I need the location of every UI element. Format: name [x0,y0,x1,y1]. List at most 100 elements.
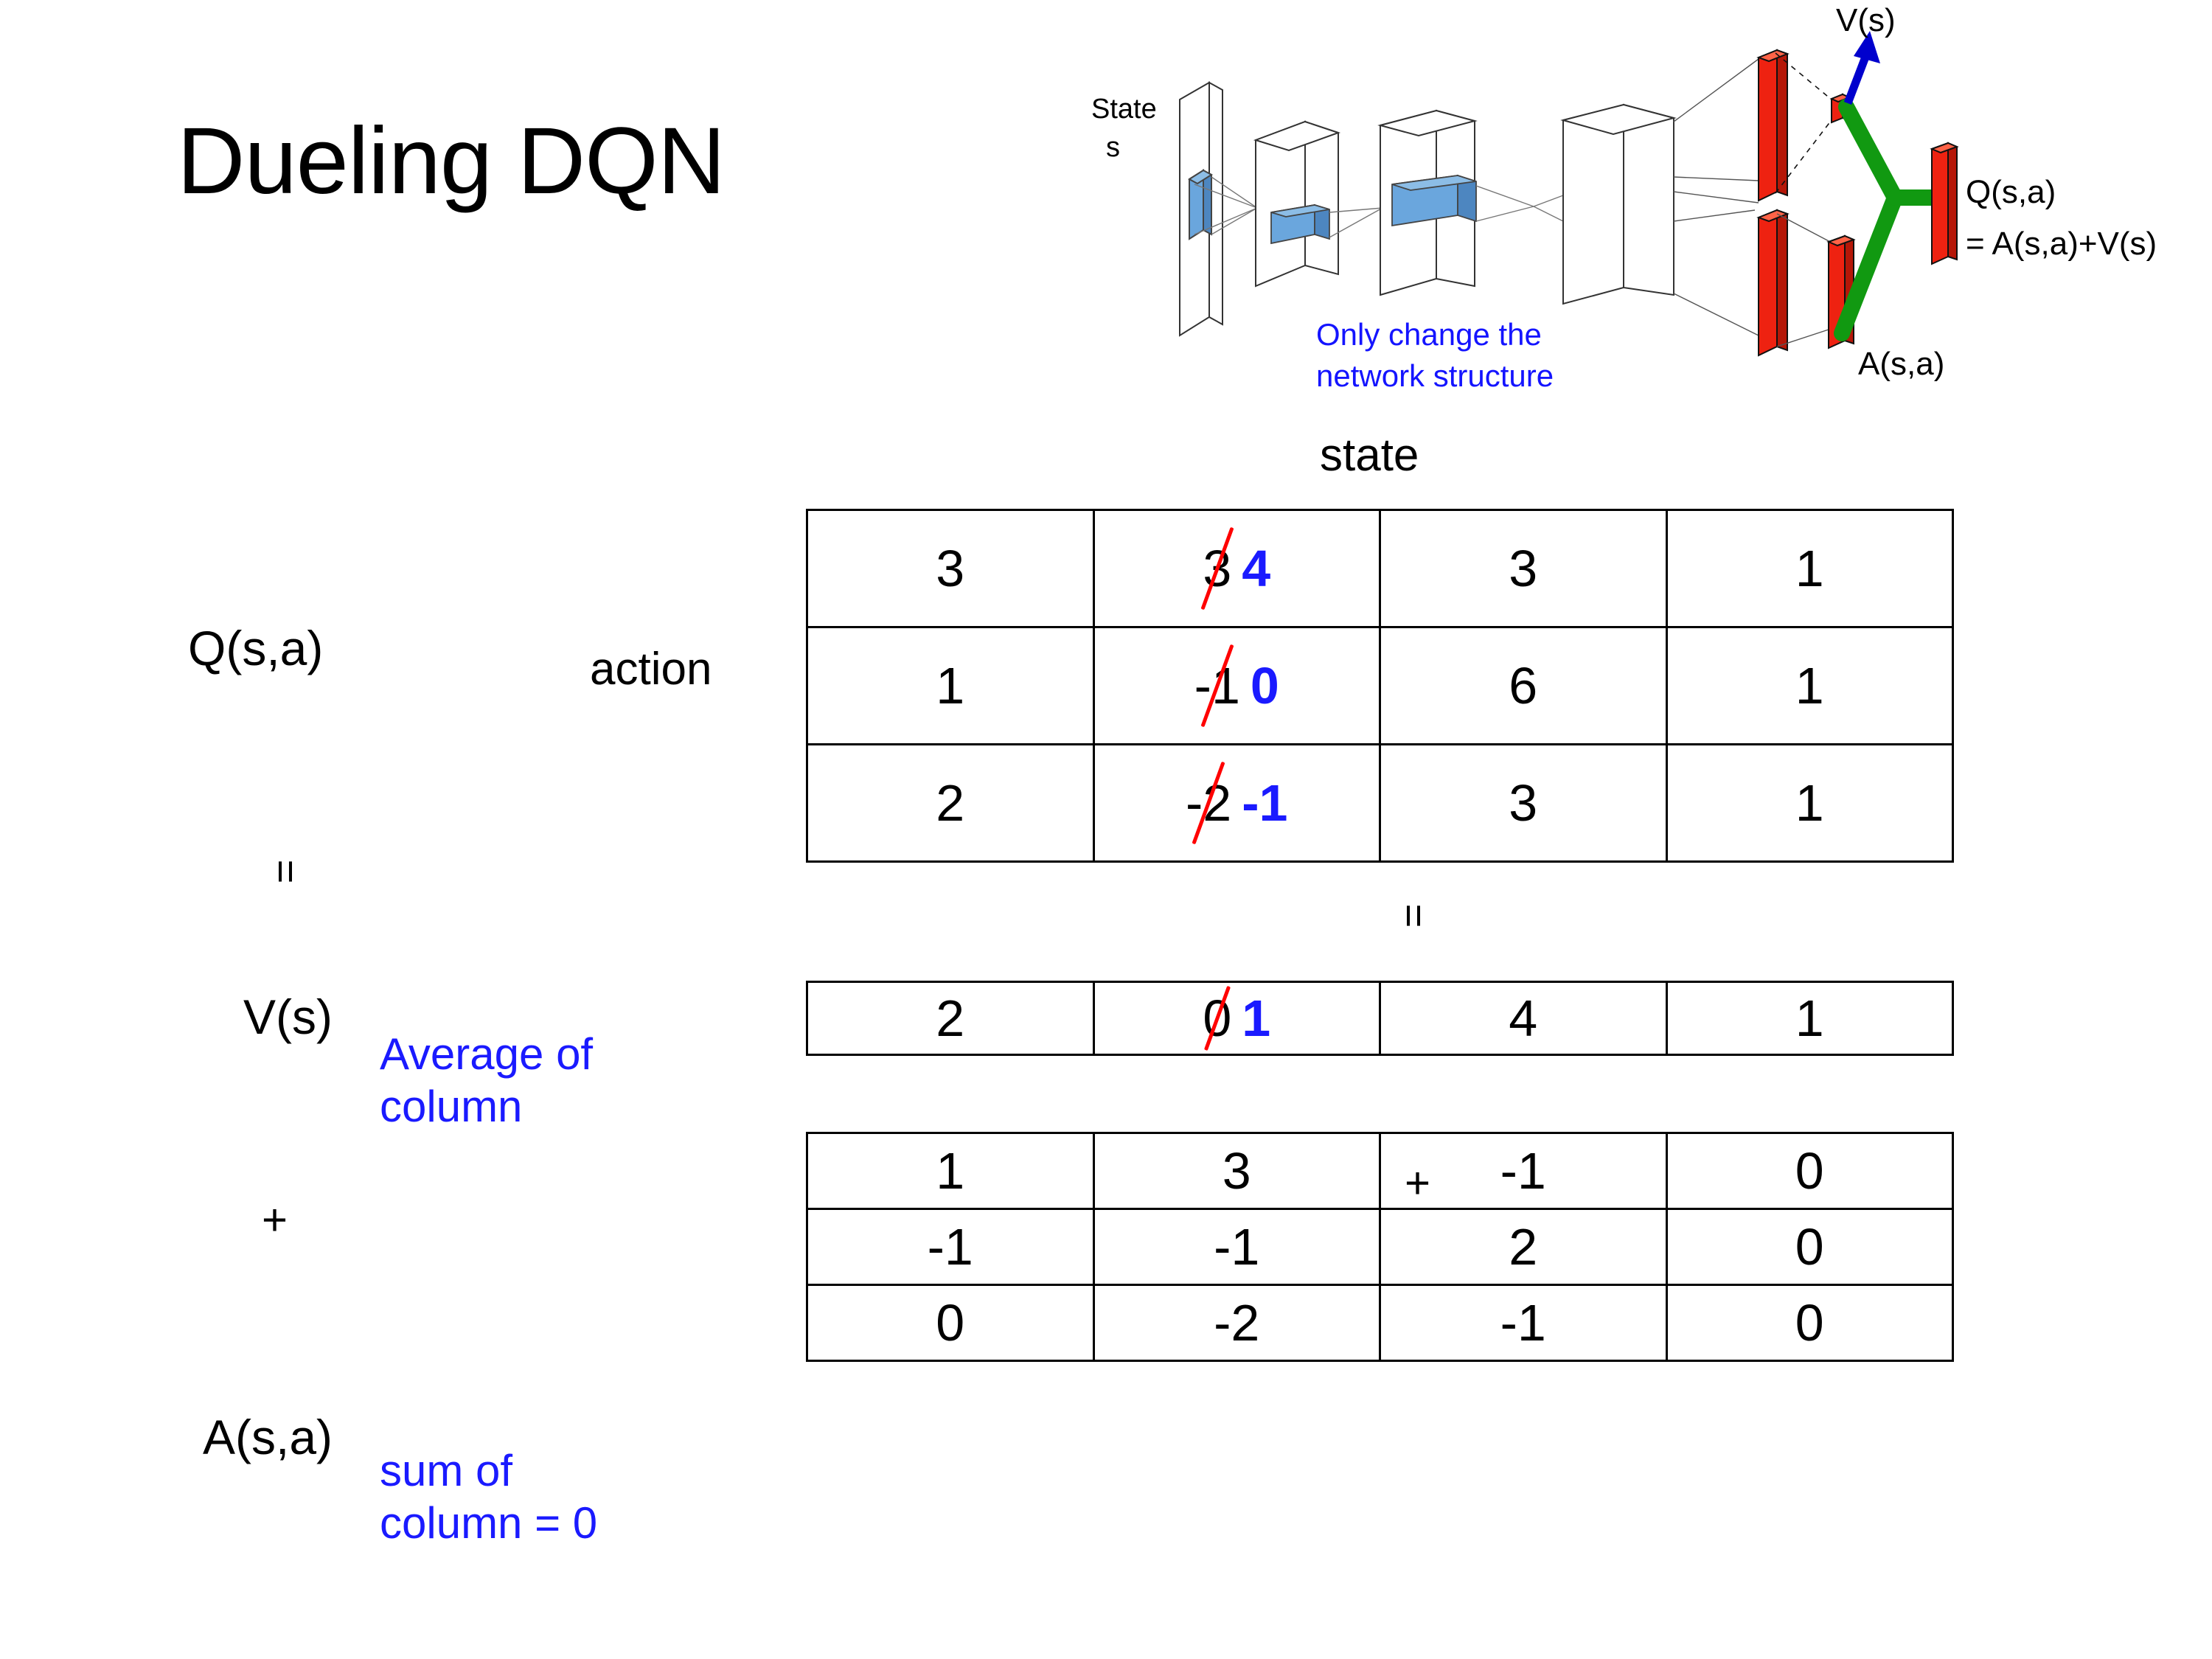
note-average-line2: column [380,1081,523,1131]
a-cell-r0c2: -1 [1379,1132,1668,1210]
q-cell-updated: -2-1 [1186,773,1288,832]
v-cell-value: 4 [1509,990,1538,1047]
q-cell-r1c2: 6 [1379,626,1668,745]
page-title: Dueling DQN [177,108,726,214]
diagram-state-label-line1: State [1091,94,1157,125]
q-cell-value: 6 [1509,657,1538,714]
diagram-state-label-line2: s [1106,132,1120,163]
diagram-note-line2: network structure [1316,358,1554,393]
a-cell-value: 1 [936,1142,965,1200]
diagram-q-label: Q(s,a) [1966,174,2056,210]
note-sum-of-column: sum of column = 0 [380,1445,597,1550]
q-cell-value: 3 [1509,774,1538,832]
a-value-table: 1 3 -1 0 -1 -1 2 0 0 -2 -1 0 [806,1132,1954,1362]
advantage-stream-bar-icon [1756,209,1790,357]
q-cell-r1c0: 1 [806,626,1095,745]
a-cell-r1c3: 0 [1665,1208,1954,1286]
value-output-arrow-icon [1843,31,1880,105]
a-cell-r0c0: 1 [806,1132,1095,1210]
note-average-line1: Average of [380,1029,594,1079]
a-cell-value: 2 [1509,1218,1538,1276]
a-cell-r1c0: -1 [806,1208,1095,1286]
a-cell-r1c2: 2 [1379,1208,1668,1286]
a-cell-value: -1 [1500,1294,1546,1352]
v-cell-c2: 4 [1379,981,1668,1056]
q-cell-value: 2 [936,774,965,832]
conv-block-1-icon [1253,120,1341,288]
q-cell-value: 1 [936,657,965,714]
q-cell-r2c3: 1 [1665,743,1954,863]
q-cell-r0c0: 3 [806,509,1095,628]
q-cell-r1c3: 1 [1665,626,1954,745]
a-cell-value: 0 [936,1294,965,1352]
a-cell-value: -1 [927,1218,973,1276]
q-function-label: Q(s,a) [188,621,324,675]
q-new-value: 4 [1242,540,1271,597]
a-cell-r1c1: -1 [1092,1208,1381,1286]
q-new-value: -1 [1242,774,1288,832]
q-new-value: 0 [1250,657,1279,714]
q-cell-r0c3: 1 [1665,509,1954,628]
table-row: 1 3 -1 0 [806,1132,1954,1210]
diagram-a-label: A(s,a) [1858,346,1944,382]
v-cell-c3: 1 [1665,981,1954,1056]
diagram-v-label: V(s) [1836,2,1896,38]
q-cell-value: 1 [1795,540,1824,597]
aggregation-merge-icon [1834,99,1944,341]
q-old-value: -2 [1186,774,1232,832]
a-cell-value: -2 [1214,1294,1260,1352]
a-cell-r2c3: 0 [1665,1284,1954,1362]
a-cell-value: -1 [1500,1142,1546,1200]
table-row: 2 -2-1 3 1 [806,743,1954,863]
value-stream-bar-icon [1756,49,1790,202]
a-cell-r2c0: 0 [806,1284,1095,1362]
v-cell-value: 2 [936,990,965,1047]
note-sum-line1: sum of [380,1446,513,1495]
plus-sign-left: + [262,1195,288,1245]
axis-label-state: state [1320,430,1419,481]
conv-block-3-icon [1560,103,1677,305]
table-row: -1 -1 2 0 [806,1208,1954,1286]
diagram-q-equation: = A(s,a)+V(s) [1966,226,2157,262]
conv-block-1-patch-icon [1270,204,1330,245]
q-cell-value: 1 [1795,774,1824,832]
a-cell-r2c1: -2 [1092,1284,1381,1362]
a-cell-value: 3 [1222,1142,1251,1200]
a-cell-r2c2: -1 [1379,1284,1668,1362]
v-function-label: V(s) [243,990,333,1044]
q-old-value: 3 [1203,540,1232,597]
equals-sign-middle: = [1391,903,1438,930]
axis-label-action: action [590,644,712,695]
q-cell-r2c0: 2 [806,743,1095,863]
a-cell-r0c1: 3 [1092,1132,1381,1210]
q-cell-r2c2: 3 [1379,743,1668,863]
v-cell-c0: 2 [806,981,1095,1056]
a-function-label: A(s,a) [203,1410,333,1464]
equals-sign-left: = [262,859,310,886]
q-cell-r0c2: 3 [1379,509,1668,628]
q-cell-value: 3 [1509,540,1538,597]
q-old-value: -1 [1194,657,1240,714]
diagram-note-line1: Only change the [1316,317,1542,352]
q-cell-r2c1: -2-1 [1092,743,1381,863]
table-row: 0 -2 -1 0 [806,1284,1954,1362]
a-cell-r0c3: 0 [1665,1132,1954,1210]
q-output-bar-icon [1930,142,1959,265]
q-cell-value: 1 [1795,657,1824,714]
v-cell-value: 1 [1795,990,1824,1047]
v-old-value: 0 [1203,990,1232,1047]
a-cell-value: 0 [1795,1294,1824,1352]
a-cell-value: 0 [1795,1218,1824,1276]
note-average-of-column: Average of column [380,1029,593,1133]
note-sum-line2: column = 0 [380,1498,598,1548]
